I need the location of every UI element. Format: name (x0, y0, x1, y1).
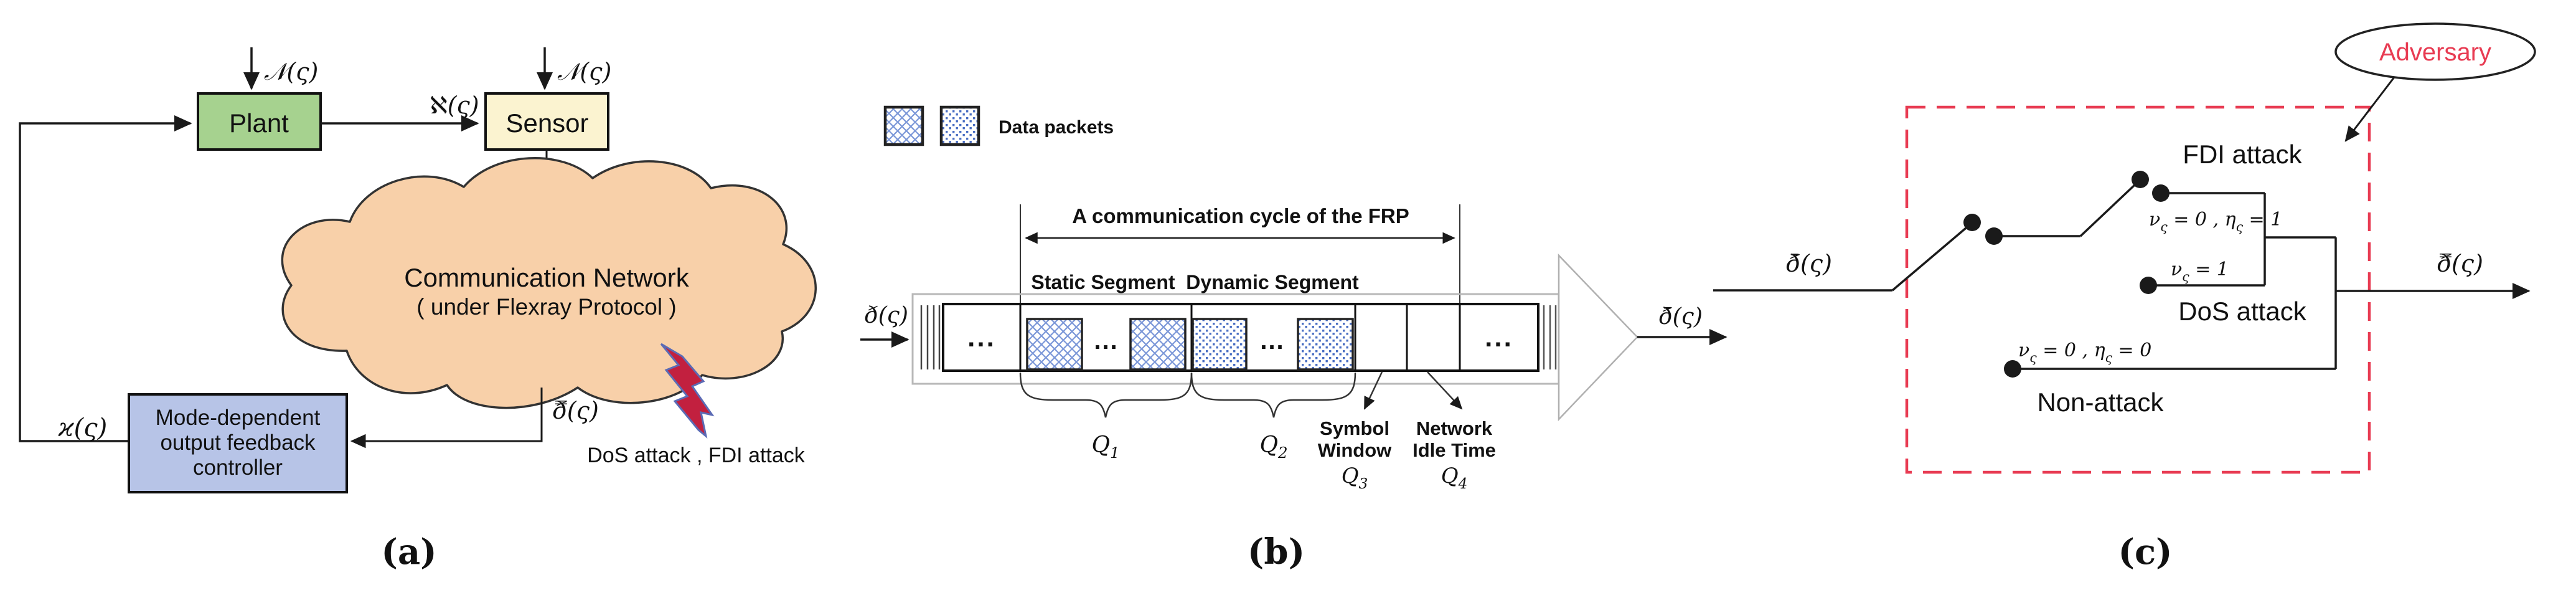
caption-a: (a) (381, 531, 436, 573)
plant-box (197, 92, 322, 151)
network-cloud (281, 157, 817, 409)
feedback-line (19, 115, 192, 442)
contact-dot-2 (1985, 227, 2003, 245)
contact-dot-4 (2152, 184, 2169, 202)
plant-label: Plant (229, 108, 289, 138)
ellipsis-3: ... (1260, 327, 1284, 355)
symbol-window-arrow (1363, 371, 1383, 410)
frp-output-label: ð̄(ς) (1659, 304, 1703, 330)
symbol-window-line2: Window (1318, 439, 1392, 461)
block-arrow-icon (1558, 253, 1638, 422)
network-output-label: ð̿(ς) (553, 397, 599, 424)
legend-swatch-dots (939, 105, 980, 146)
legend-swatch-crosshatch (883, 105, 924, 146)
break-marks-left (920, 305, 941, 369)
caption-b: (b) (1248, 531, 1305, 573)
adversary-region-box (1905, 105, 2371, 474)
dynamic-packet-2 (1297, 318, 1354, 371)
q2-brace (1190, 372, 1356, 418)
ellipsis-1: ... (967, 322, 996, 353)
state-signal-label: ℵ(ς) (430, 92, 479, 119)
controller-line1: Mode-dependent (156, 406, 321, 430)
q1-label: Q1 (1091, 432, 1119, 462)
q1-brace (1019, 372, 1193, 418)
strip-dividers (1019, 304, 1461, 371)
network-idle-arrow (1427, 371, 1463, 410)
control-signal-label: ϰ(ς) (58, 414, 108, 442)
static-packet-1 (1026, 318, 1083, 371)
sensor-label: Sensor (505, 108, 588, 138)
lightning-icon (660, 343, 715, 439)
ellipsis-4: ... (1485, 322, 1513, 353)
controller-line3: controller (193, 455, 283, 480)
cloud-title: Communication Network (404, 263, 689, 292)
frp-input-label: ð(ς) (865, 303, 908, 328)
controller-line2: output feedback (160, 431, 316, 455)
legend-label: Data packets (999, 117, 1114, 138)
network-idle-line1: Network (1416, 417, 1493, 439)
ellipsis-2: ... (1094, 327, 1118, 355)
dynamic-packet-1 (1192, 318, 1248, 371)
dos-attack-label: DoS attack (2178, 297, 2306, 326)
arrow-network-to-controller (350, 388, 543, 449)
q2-label: Q2 (1259, 432, 1287, 462)
noise-sensor-label: 𝒩(ς) (557, 58, 611, 85)
noise-plant-label: 𝒩(ς) (264, 58, 318, 85)
controller-box (128, 393, 348, 493)
cycle-title: A communication cycle of the FRP (1072, 204, 1409, 227)
symbol-window-line1: Symbol (1320, 417, 1389, 439)
adversary-arrow (2344, 77, 2395, 142)
switch-input-label: ð̄(ς) (1786, 250, 1832, 277)
cloud-subtitle: ( under Flexray Protocol ) (416, 294, 676, 320)
adversary-label: Adversary (2379, 39, 2491, 66)
panel-c: Adversary ð̄(ς) ð̿(ς) FD (1713, 22, 2536, 573)
fdi-attack-label: FDI attack (2183, 140, 2302, 169)
q4-label: Q4 (1441, 464, 1468, 492)
dos-condition: νς = 1 (2171, 259, 2229, 284)
static-packet-2 (1129, 318, 1187, 371)
network-idle-line2: Idle Time (1413, 439, 1496, 461)
q3-label: Q3 (1342, 464, 1368, 492)
adversary-ellipse (2334, 22, 2536, 81)
panel-a: 𝒩(ς) 𝒩(ς) Plant ℵ(ς) Sensor ð(ς) Communi… (19, 47, 817, 573)
contact-dot-dos (2140, 277, 2157, 294)
switch-wires (1891, 183, 2337, 370)
contact-dot-non (2004, 360, 2021, 378)
non-attack-condition: νς = 0 , ης = 0 (2018, 340, 2151, 365)
contact-dot-1 (1963, 214, 1981, 231)
panel-b: Data packets A communication cycle of th… (860, 105, 1728, 573)
switch-contacts (1963, 171, 2169, 378)
fdi-condition: νς = 0 , ης = 1 (2149, 209, 2282, 234)
contact-dot-3 (2132, 171, 2149, 188)
static-segment-label: Static Segment (1031, 271, 1175, 293)
break-marks-right (1543, 305, 1557, 369)
attack-text: DoS attack , FDI attack (587, 444, 806, 467)
caption-c: (c) (2118, 531, 2172, 573)
dynamic-segment-label: Dynamic Segment (1186, 271, 1359, 293)
switch-output-label: ð̿(ς) (2437, 250, 2483, 277)
non-attack-label: Non-attack (2037, 388, 2164, 417)
